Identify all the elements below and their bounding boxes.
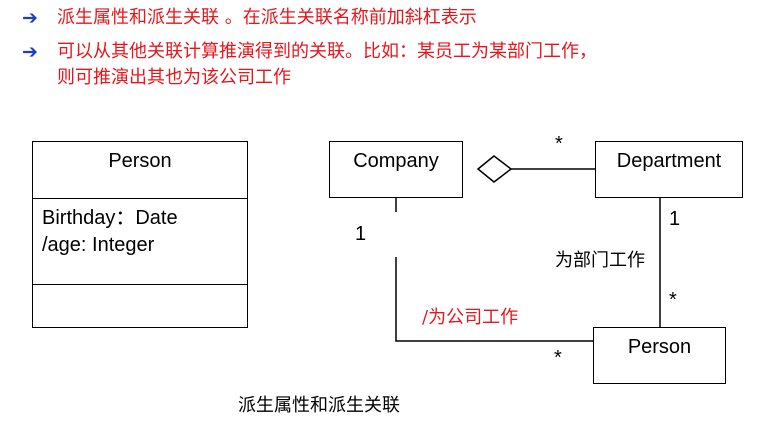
figure-caption: 派生属性和派生关联 — [238, 395, 400, 416]
bullet-2-line-1: 可以从其他关联计算推演得到的关联。比如：某员工为某部门工作， — [57, 41, 597, 62]
class-department-box — [595, 141, 743, 198]
class-company-box — [329, 141, 463, 198]
class-person-right-box — [593, 327, 726, 384]
association-label-department: 为部门工作 — [555, 250, 645, 271]
aggregation-diamond-icon — [476, 155, 513, 183]
arrow-right-icon: ➔ — [22, 41, 38, 63]
class-department-name: Department — [616, 150, 722, 172]
multiplicity: * — [554, 347, 562, 369]
multiplicity: * — [555, 133, 563, 155]
association-label-derived: /为公司工作 — [422, 307, 519, 328]
multiplicity: * — [669, 289, 677, 311]
association-company-person — [395, 257, 595, 342]
class-divider — [32, 284, 248, 285]
class-person-name: Person — [108, 150, 172, 172]
class-person-right-name: Person — [627, 336, 692, 358]
bullet-1-line-1: 派生属性和派生关联 。在派生关联名称前加斜杠表示 — [57, 7, 477, 28]
multiplicity: 1 — [355, 223, 367, 245]
arrow-right-icon: ➔ — [22, 7, 38, 29]
bullet-2-line-2: 则可推演出其也为该公司工作 — [57, 67, 291, 88]
multiplicity: 1 — [669, 208, 681, 230]
class-person-attribute: Birthday：Date — [42, 207, 178, 229]
class-company-name: Company — [353, 150, 439, 172]
class-person-box — [32, 141, 248, 328]
class-person-attribute: /age: Integer — [42, 234, 155, 256]
class-divider — [32, 198, 248, 199]
